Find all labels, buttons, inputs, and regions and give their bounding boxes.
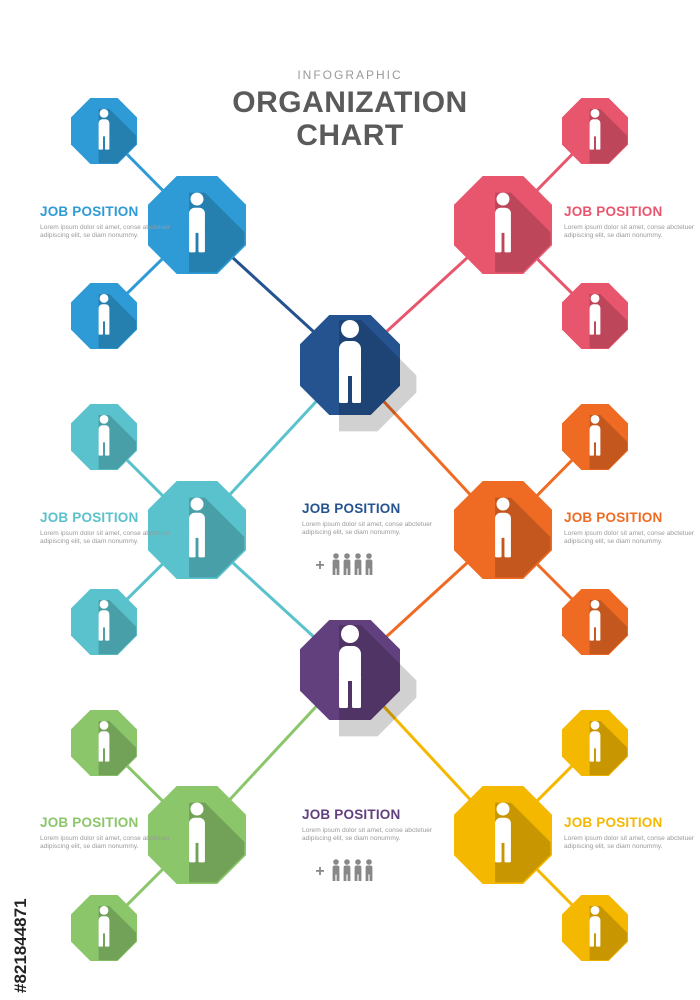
position-description: Lorem ipsum dolor sit amet, conse abctet… [564, 530, 695, 546]
position-description: Lorem ipsum dolor sit amet, conse abctet… [40, 530, 171, 546]
position-description: Lorem ipsum dolor sit amet, conse abctet… [564, 835, 695, 851]
subordinate-node [71, 895, 137, 961]
subordinate-node [562, 283, 628, 349]
manager-node [148, 176, 246, 274]
header-subtitle: INFOGRAPHIC [297, 68, 403, 82]
stock-watermark-id: #821844871 [11, 898, 30, 993]
plus-people-icon [316, 553, 373, 575]
position-title: JOB POSITION [564, 510, 663, 525]
subordinate-node [562, 710, 628, 776]
executive-node [300, 315, 417, 432]
position-title: JOB POSITION [302, 501, 401, 516]
manager-node [148, 481, 246, 579]
position-description: Lorem ipsum dolor sit amet, conse abctet… [564, 224, 695, 240]
subordinate-node [71, 710, 137, 776]
subordinate-node [71, 283, 137, 349]
plus-people-icon [316, 859, 373, 881]
position-label-green: JOB POSITION Lorem ipsum dolor sit amet,… [40, 815, 175, 851]
position-label-purple: JOB POSITION Lorem ipsum dolor sit amet,… [302, 807, 437, 843]
manager-node [148, 786, 246, 884]
position-title: JOB POSITION [302, 807, 401, 822]
position-description: Lorem ipsum dolor sit amet, conse abctet… [40, 835, 171, 851]
position-description: Lorem ipsum dolor sit amet, conse abctet… [302, 827, 433, 843]
subordinate-node [562, 404, 628, 470]
subordinate-node [71, 404, 137, 470]
position-label-blue: JOB POSITION Lorem ipsum dolor sit amet,… [40, 204, 175, 240]
position-title: JOB POSITION [564, 815, 663, 830]
page-title-line2: CHART [296, 119, 404, 152]
position-title: JOB POSITION [564, 204, 663, 219]
subordinate-node [71, 589, 137, 655]
position-description: Lorem ipsum dolor sit amet, conse abctet… [302, 521, 433, 537]
page-title-line1: ORGANIZATION [232, 86, 468, 119]
position-label-red: JOB POSITION Lorem ipsum dolor sit amet,… [564, 204, 699, 240]
position-label-orange: JOB POSITION Lorem ipsum dolor sit amet,… [564, 510, 699, 546]
position-title: JOB POSITION [40, 815, 139, 830]
position-description: Lorem ipsum dolor sit amet, conse abctet… [40, 224, 171, 240]
position-title: JOB POSITION [40, 510, 139, 525]
subordinate-node [562, 895, 628, 961]
position-label-teal: JOB POSITION Lorem ipsum dolor sit amet,… [40, 510, 175, 546]
position-title: JOB POSITION [40, 204, 139, 219]
executive-node [300, 620, 417, 737]
position-label-navy: JOB POSITION Lorem ipsum dolor sit amet,… [302, 501, 437, 537]
subordinate-node [562, 589, 628, 655]
position-label-yellow: JOB POSITION Lorem ipsum dolor sit amet,… [564, 815, 699, 851]
svg-text:#821844871: #821844871 [11, 898, 30, 993]
